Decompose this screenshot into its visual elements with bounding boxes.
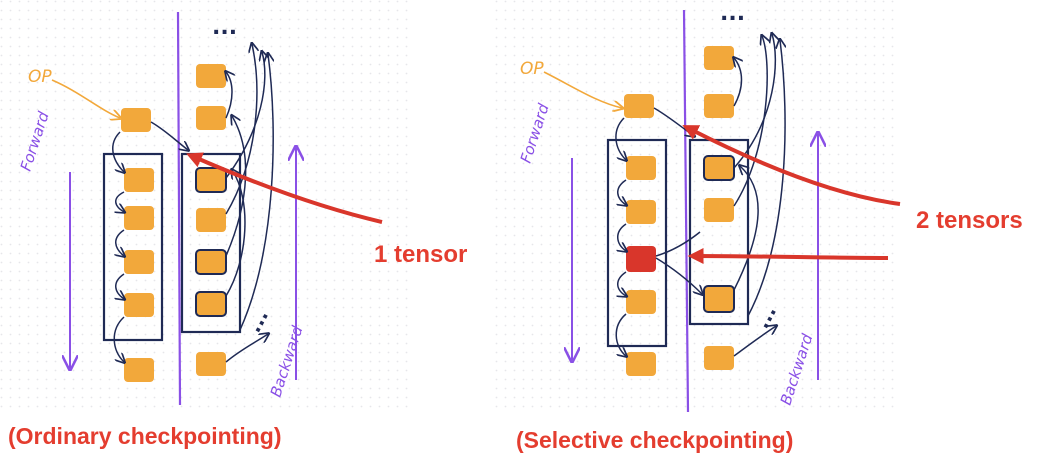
right-op-pointer-arrow xyxy=(543,71,622,108)
right-backward-group-frame xyxy=(688,138,750,326)
left-fwd-arrow xyxy=(116,229,124,256)
left-fwd-arrow xyxy=(113,316,124,362)
right-op-box-1 xyxy=(626,156,656,180)
right-saved-tensor-arrow-top xyxy=(682,125,901,206)
left-op-box-4 xyxy=(124,293,154,317)
left-op-box-0 xyxy=(121,108,151,132)
right-bwd-box xyxy=(704,94,734,118)
left-op-pointer-arrow xyxy=(51,79,120,118)
right-bwd-box xyxy=(704,198,734,222)
right-ellipsis-top: ... xyxy=(720,1,745,26)
right-saved-box-arrow xyxy=(655,257,702,294)
right-fwd-arrow xyxy=(618,271,626,296)
left-bwd-box-top xyxy=(196,64,226,88)
left-forward-group-frame xyxy=(102,152,164,342)
right-bwd-arrow xyxy=(733,326,776,357)
right-op-box-4 xyxy=(626,290,656,314)
right-bwd-box-top xyxy=(704,46,734,70)
left-bwd-box xyxy=(195,167,227,193)
left-op-box-2 xyxy=(124,206,154,230)
left-ellipsis-top: ... xyxy=(212,15,237,40)
right-bwd-arrow xyxy=(747,40,785,317)
left-saved-tensor-arrow xyxy=(186,152,383,224)
left-op-to-backward-arrow xyxy=(150,121,188,150)
right-op-box-0 xyxy=(624,94,654,118)
right-caption: (Selective checkpointing) xyxy=(516,427,793,453)
right-bwd-box xyxy=(703,155,735,181)
left-op-box-1 xyxy=(124,168,154,192)
left-fwd-arrow xyxy=(116,273,124,299)
right-fwd-arrow xyxy=(618,223,626,251)
right-op-box-2 xyxy=(626,200,656,224)
right-bwd-arrow xyxy=(734,58,742,107)
left-bwd-arrow xyxy=(225,334,268,363)
left-dot-background xyxy=(0,0,410,410)
left-fwd-arrow xyxy=(112,131,124,172)
left-bwd-box xyxy=(195,291,227,317)
left-bwd-box xyxy=(196,208,226,232)
right-saved-box-arrow xyxy=(655,231,701,257)
right-op-box-5 xyxy=(626,352,656,376)
left-bwd-arrow xyxy=(226,72,232,119)
left-bwd-box xyxy=(196,106,226,130)
right-fwd-arrow xyxy=(615,117,626,160)
right-fwd-arrow xyxy=(618,179,626,205)
right-bwd-box xyxy=(703,285,735,313)
right-bwd-arrow xyxy=(733,36,767,207)
right-bwd-box-bottom xyxy=(704,346,734,370)
right-bwd-arrow xyxy=(733,34,775,169)
left-caption: (Ordinary checkpointing) xyxy=(8,423,281,449)
left-fwd-arrow xyxy=(116,191,124,212)
left-annotation: 1 tensor xyxy=(374,241,467,268)
right-annotation: 2 tensors xyxy=(916,207,1023,234)
left-divider-line xyxy=(176,11,182,406)
left-op-label: OP xyxy=(28,67,52,87)
right-fwd-arrow xyxy=(615,313,626,356)
left-op-box-3 xyxy=(124,250,154,274)
left-bwd-arrow xyxy=(225,170,246,297)
left-bwd-box-bottom xyxy=(196,352,226,376)
right-forward-group-frame xyxy=(606,138,668,348)
right-saved-tensor-arrow-bottom xyxy=(687,248,889,265)
right-op-label: OP xyxy=(520,59,544,79)
left-backward-group-frame xyxy=(180,152,242,334)
left-bwd-box xyxy=(195,249,227,275)
left-bwd-arrow xyxy=(239,54,273,331)
right-bwd-arrow xyxy=(733,166,759,291)
right-divider-line xyxy=(682,9,690,413)
right-dot-background xyxy=(490,0,900,410)
left-op-box-5 xyxy=(124,358,154,382)
right-saved-op-box xyxy=(626,246,656,272)
